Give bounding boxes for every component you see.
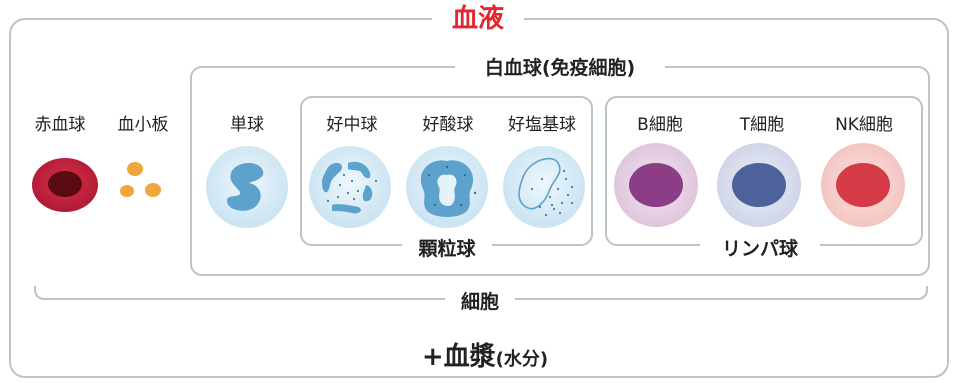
label-tcell: T細胞 — [739, 115, 785, 135]
eosinophil-icon — [406, 146, 488, 228]
plasma-main: +血漿 — [421, 342, 496, 372]
label-nkcell: NK細胞 — [835, 115, 893, 135]
platelet-icon — [120, 162, 161, 197]
red-blood-cell-icon — [32, 158, 98, 212]
plasma-note: (水分) — [495, 349, 549, 370]
label-eosinophil: 好酸球 — [422, 115, 474, 135]
white-blood-cell-title: 白血球(免疫細胞) — [455, 55, 665, 81]
label-platelet: 血小板 — [117, 115, 169, 135]
label-monocyte: 単球 — [230, 115, 264, 135]
label-neutrophil: 好中球 — [326, 115, 378, 135]
t-cell-icon — [717, 143, 801, 227]
label-bcell: B細胞 — [637, 115, 683, 135]
label-rbc: 赤血球 — [34, 115, 86, 135]
b-cell-icon — [614, 143, 698, 227]
nk-cell-icon — [821, 143, 905, 227]
plasma-label: +血漿(水分) — [385, 336, 585, 372]
monocyte-icon — [206, 146, 288, 228]
granulocyte-title: 顆粒球 — [402, 236, 492, 262]
label-basophil: 好塩基球 — [508, 115, 576, 135]
cells-title: 細胞 — [445, 289, 515, 315]
diagram-title: 血液 — [432, 2, 524, 36]
neutrophil-icon — [309, 146, 391, 228]
lymphocyte-title: リンパ球 — [700, 236, 820, 262]
basophil-icon — [503, 146, 585, 228]
